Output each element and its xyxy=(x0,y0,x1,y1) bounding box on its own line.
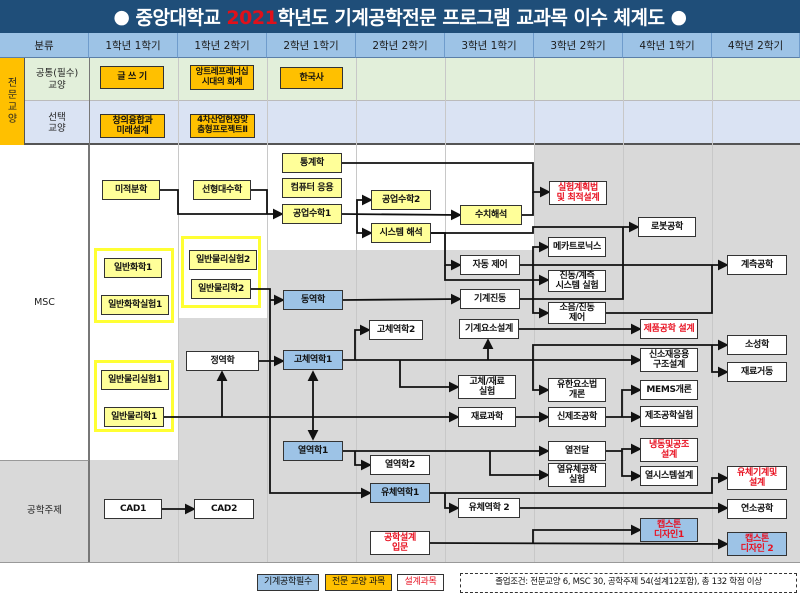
course-entrepreneurship: 앙트레프레너십 시대의 회계 xyxy=(190,65,254,90)
course-fluid-machinery-design: 유체기계및 설계 xyxy=(727,466,787,490)
msc-label-bg xyxy=(0,145,89,460)
row-label-common: 공통(필수) 교양 xyxy=(35,68,79,91)
course-calculus: 미적분학 xyxy=(102,180,160,200)
course-general-physics-lab-1: 일반물리실험1 xyxy=(101,370,169,390)
course-statistics: 통계학 xyxy=(282,153,342,173)
header-semester: 3학년 1학기 xyxy=(445,33,534,58)
header-semester: 1학년 1학기 xyxy=(89,33,178,58)
course-creative-convergence: 창의융합과 미래설계 xyxy=(100,114,165,138)
course-heat-transfer: 열전달 xyxy=(548,441,606,461)
course-general-chemistry-lab-1: 일반화학실험1 xyxy=(101,295,169,315)
title-prefix: 중앙대학교 xyxy=(135,7,221,29)
course-material-behavior: 재료거동 xyxy=(727,362,787,382)
header-semester: 1학년 2학기 xyxy=(178,33,267,58)
course-solid-materials-lab: 고체/재료 실험 xyxy=(458,375,516,399)
course-fluid-mechanics-2: 유체역학 2 xyxy=(458,498,520,518)
course-design-of-experiments: 실험계획법 및 최적설계 xyxy=(549,181,607,205)
course-group-frame xyxy=(94,360,174,432)
course-numerical-analysis: 수치해석 xyxy=(460,205,522,225)
header-semester: 2학년 2학기 xyxy=(356,33,445,58)
course-measurement-engineering: 계측공학 xyxy=(727,255,787,275)
course-industry-project: 4차산업현장맞 춤형프로젝트Ⅱ xyxy=(190,114,255,138)
course-writing: 글 쓰 기 xyxy=(100,66,164,89)
course-combustion-engineering: 연소공학 xyxy=(727,499,787,519)
course-robotics: 로봇공학 xyxy=(638,217,696,237)
course-cad1: CAD1 xyxy=(104,499,162,519)
header-semester: 4학년 1학기 xyxy=(623,33,712,58)
course-system-analysis: 시스템 해석 xyxy=(371,223,431,243)
course-refrigeration-hvac-design: 냉동및공조 설계 xyxy=(640,438,698,462)
course-engineering-math-1: 공업수학1 xyxy=(282,204,342,224)
course-cad2: CAD2 xyxy=(194,499,254,519)
header-semester: 3학년 2학기 xyxy=(534,33,623,58)
course-manufacturing-lab: 제조공학실험 xyxy=(640,406,698,427)
row-label-engineering: 공학주제 xyxy=(27,505,62,517)
course-plasticity: 소성학 xyxy=(727,335,787,355)
bullet-icon: ● xyxy=(670,5,687,28)
course-general-physics-1: 일반물리학1 xyxy=(104,407,164,427)
course-korean-history: 한국사 xyxy=(280,67,343,89)
bullet-icon: ● xyxy=(113,5,130,28)
course-general-physics-2: 일반물리학2 xyxy=(191,279,251,299)
title-year: 2021 xyxy=(226,7,278,29)
course-materials-science: 재료과학 xyxy=(458,407,516,427)
header-semester: 4학년 2학기 xyxy=(712,33,800,58)
course-noise-vibration-control: 소음/진동 제어 xyxy=(548,302,606,324)
row-liberal-label-bg xyxy=(0,58,25,145)
course-new-manufacturing: 신제조공학 xyxy=(548,407,606,427)
course-solid-mechanics-1: 고체역학1 xyxy=(283,350,343,370)
course-statics: 정역학 xyxy=(186,351,259,371)
course-vibration-measurement-lab: 진동/계측 시스템 실험 xyxy=(548,270,606,292)
course-mechanical-vibration: 기계진동 xyxy=(460,289,520,309)
row-label-msc: MSC xyxy=(34,296,55,308)
course-machine-element-design: 기계요소설계 xyxy=(459,319,519,339)
course-product-engineering-design: 제품공학 설계 xyxy=(640,319,698,339)
course-mechatronics: 메카트로닉스 xyxy=(548,237,606,257)
header-category: 분류 xyxy=(0,33,89,58)
course-capstone-design-1: 캡스톤 디자인1 xyxy=(640,518,698,542)
legend-required: 기계공학필수 xyxy=(257,574,319,591)
course-thermodynamics-2: 열역학2 xyxy=(370,455,430,475)
course-general-chemistry-1: 일반화학1 xyxy=(104,258,162,278)
course-group-frame xyxy=(181,236,261,308)
course-linear-algebra: 선형대수학 xyxy=(193,180,251,200)
course-capstone-design-2: 캡스톤 디자인 2 xyxy=(727,532,787,556)
page-title: ● 중앙대학교 2021학년도 기계공학전문 프로그램 교과목 이수 체계도 ● xyxy=(0,0,800,33)
course-solid-mechanics-2: 고체역학2 xyxy=(369,320,423,340)
legend-liberal: 전문 교양 과목 xyxy=(325,574,392,591)
course-fluid-mechanics-1: 유체역학1 xyxy=(370,483,430,503)
course-thermal-fluid-lab: 열유체공학 실험 xyxy=(548,463,606,487)
engineering-label-bg xyxy=(0,460,89,562)
course-thermal-system-design: 열시스템설계 xyxy=(640,466,698,486)
course-thermodynamics-1: 열역학1 xyxy=(283,441,343,461)
course-dynamics: 동역학 xyxy=(283,290,343,310)
divider xyxy=(0,562,800,563)
course-engineering-design-intro: 공학설계 입문 xyxy=(370,531,430,555)
course-mems-intro: MEMS개론 xyxy=(640,380,698,400)
course-group-frame xyxy=(94,248,174,323)
course-engineering-math-2: 공업수학2 xyxy=(371,190,431,210)
course-finite-element-intro: 유한요소법 개론 xyxy=(548,378,606,402)
course-general-physics-lab-2: 일반물리실험2 xyxy=(189,250,257,270)
header-semester: 2학년 1학기 xyxy=(267,33,356,58)
title-suffix: 학년도 기계공학전문 프로그램 교과목 이수 체계도 xyxy=(277,7,665,29)
legend-design: 설계과목 xyxy=(397,574,444,591)
row-label-elective: 선택 교양 xyxy=(48,111,66,134)
course-automatic-control: 자동 제어 xyxy=(460,255,520,275)
graduation-requirements: 졸업조건: 전문교양 6, MSC 30, 공학주제 54(설계12포함), 총… xyxy=(460,573,797,593)
course-computer-applications: 컴퓨터 응용 xyxy=(282,178,342,198)
row-label-liberal: 전 문 교 양 xyxy=(7,77,18,125)
course-new-material-structural-design: 신소재응용 구조설계 xyxy=(640,348,698,372)
